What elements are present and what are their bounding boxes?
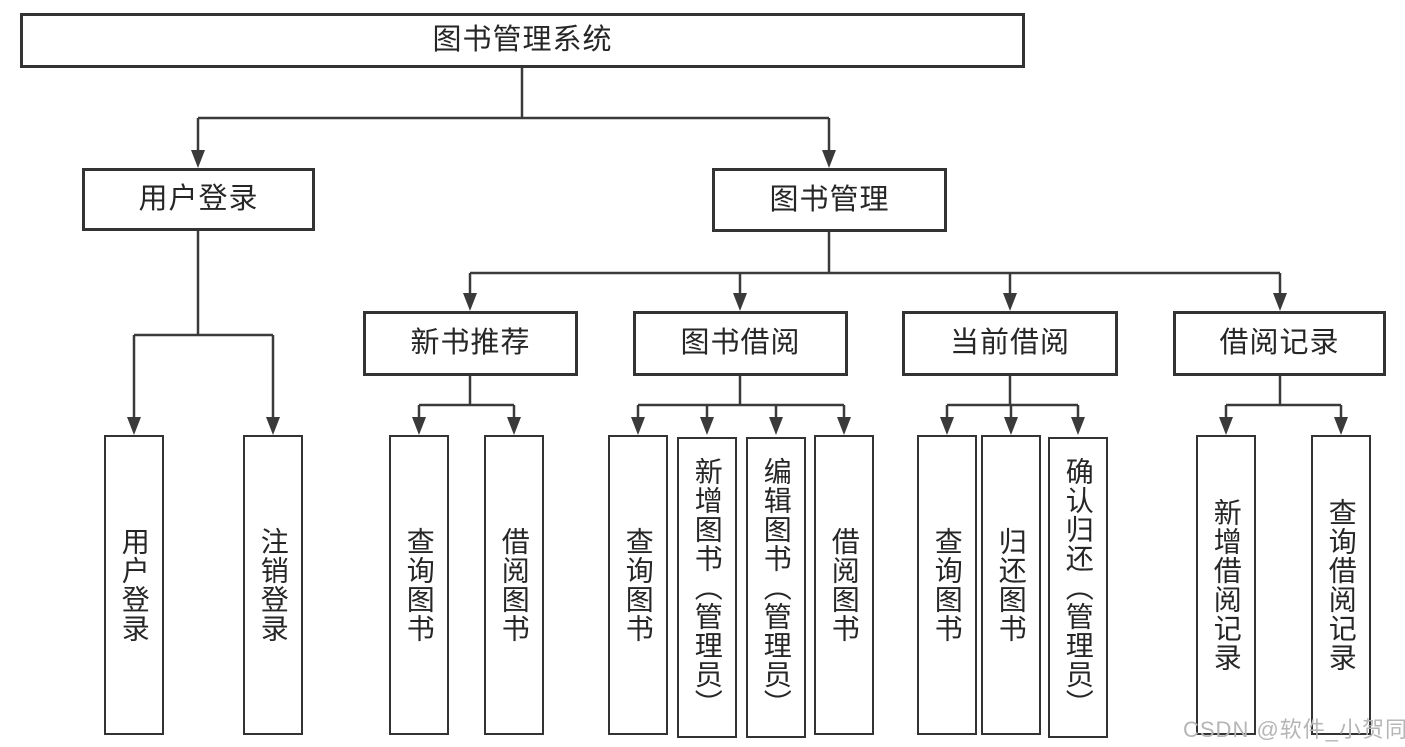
arrowhead	[769, 417, 783, 435]
node-br-add-label: 新增借阅记录	[1210, 498, 1242, 672]
arrowhead	[463, 293, 477, 311]
arrowhead	[1003, 293, 1017, 311]
node-logout-label: 注销登录	[257, 527, 289, 643]
node-bb-edit: 编辑图书（管理员）	[746, 437, 806, 738]
node-book-mgmt: 图书管理	[712, 168, 947, 232]
node-borrow-records: 借阅记录	[1173, 311, 1386, 376]
node-nb-borrow: 借阅图书	[484, 435, 544, 735]
node-cb-query: 查询图书	[917, 435, 977, 735]
arrowhead	[1071, 417, 1085, 435]
arrowhead	[266, 417, 280, 435]
arrowhead	[191, 150, 205, 168]
node-bb-query: 查询图书	[608, 435, 668, 735]
node-login: 用户登录	[104, 435, 164, 735]
node-nb-borrow-label: 借阅图书	[498, 527, 530, 643]
arrowhead	[1334, 417, 1348, 435]
arrowheads	[127, 150, 1348, 435]
arrowhead	[1219, 417, 1233, 435]
node-book-borrow: 图书借阅	[633, 311, 848, 376]
node-cb-return: 归还图书	[981, 435, 1041, 735]
connector-wires	[132, 68, 1343, 419]
watermark: CSDN @软件_小贺同学	[1183, 717, 1405, 742]
node-borrow-records-label: 借阅记录	[1219, 327, 1340, 359]
arrowhead	[837, 417, 851, 435]
node-cb-confirm: 确认归还（管理员）	[1048, 437, 1108, 738]
node-cb-return-label: 归还图书	[995, 527, 1027, 643]
arrowhead	[412, 417, 426, 435]
node-user-login-label: 用户登录	[138, 183, 259, 215]
node-book-borrow-label: 图书借阅	[680, 327, 801, 359]
node-new-book-rec: 新书推荐	[363, 311, 578, 376]
node-bb-borrow-label: 借阅图书	[828, 527, 860, 643]
node-cb-query-label: 查询图书	[931, 527, 963, 643]
node-bb-add: 新增图书（管理员）	[677, 437, 737, 738]
arrowhead	[822, 150, 836, 168]
node-cb-confirm-label: 确认归还（管理员）	[1062, 457, 1094, 718]
node-bb-add-label: 新增图书（管理员）	[691, 457, 723, 718]
node-br-add: 新增借阅记录	[1196, 435, 1256, 735]
node-new-book-rec-label: 新书推荐	[410, 327, 531, 359]
node-root-label: 图书管理系统	[432, 24, 613, 56]
arrowhead	[1273, 293, 1287, 311]
arrowhead	[507, 417, 521, 435]
arrowhead	[700, 417, 714, 435]
arrowhead	[127, 417, 141, 435]
arrowhead	[733, 293, 747, 311]
node-bb-borrow: 借阅图书	[814, 435, 874, 735]
node-nb-query-label: 查询图书	[403, 527, 435, 643]
arrowhead	[631, 417, 645, 435]
node-current-borrow-label: 当前借阅	[949, 327, 1070, 359]
node-book-mgmt-label: 图书管理	[769, 183, 890, 216]
node-br-query: 查询借阅记录	[1311, 435, 1371, 735]
node-br-query-label: 查询借阅记录	[1325, 498, 1357, 672]
node-nb-query: 查询图书	[389, 435, 449, 735]
node-bb-query-label: 查询图书	[622, 527, 654, 643]
node-login-label: 用户登录	[118, 527, 150, 643]
node-logout: 注销登录	[243, 435, 303, 735]
node-bb-edit-label: 编辑图书（管理员）	[760, 457, 792, 718]
node-root: 图书管理系统	[20, 13, 1025, 68]
node-user-login: 用户登录	[82, 168, 315, 231]
arrowhead	[1004, 417, 1018, 435]
arrowhead	[940, 417, 954, 435]
node-current-borrow: 当前借阅	[902, 311, 1118, 376]
